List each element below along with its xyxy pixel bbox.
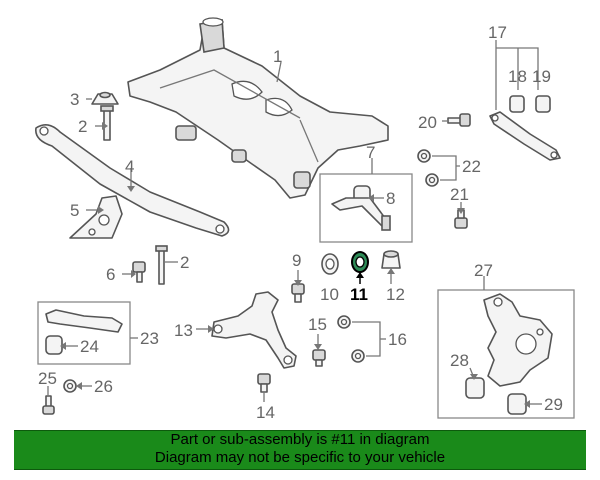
arrow-6	[131, 270, 136, 278]
banner-line-2: Diagram may not be specific to your vehi…	[154, 449, 446, 466]
banner-line-1: Part or sub-assembly is #11 in diagram	[170, 431, 430, 448]
callout-2a[interactable]: 2	[78, 117, 87, 136]
callout-24[interactable]: 24	[80, 337, 99, 356]
arrow-9	[294, 280, 302, 286]
callout-4[interactable]: 4	[125, 157, 134, 176]
part-11-bushing[interactable]	[351, 251, 369, 273]
arrow-8	[368, 194, 374, 202]
callout-12[interactable]: 12	[386, 285, 405, 304]
part-2-bolt-upper[interactable]	[100, 105, 114, 141]
callout-7[interactable]: 7	[366, 143, 375, 162]
part-12-cap[interactable]	[381, 250, 401, 269]
part-15-bolt[interactable]	[312, 349, 326, 367]
arrow-13	[208, 325, 214, 333]
part-20-bolt[interactable]	[447, 113, 471, 127]
part-2-bolt-lower[interactable]	[155, 245, 168, 285]
part-23-lower-arm[interactable]	[45, 309, 123, 333]
callout-19[interactable]: 19	[532, 67, 551, 86]
callout-29[interactable]: 29	[544, 395, 563, 414]
callout-18[interactable]: 18	[508, 67, 527, 86]
arrow-24	[60, 342, 66, 350]
callout-26[interactable]: 26	[94, 377, 113, 396]
part-17-trailing-arm[interactable]	[489, 111, 561, 161]
arrow-21	[457, 208, 465, 214]
callout-28[interactable]: 28	[450, 351, 469, 370]
arrow-4	[127, 186, 135, 192]
callout-3[interactable]: 3	[70, 90, 79, 109]
part-29-bushing[interactable]	[507, 393, 527, 415]
part-25-bolt[interactable]	[42, 395, 55, 415]
part-10-washer[interactable]	[321, 253, 339, 275]
arrow-11	[356, 272, 364, 278]
arrow-5	[98, 206, 104, 214]
callout-17[interactable]: 17	[488, 23, 507, 42]
callout-14[interactable]: 14	[256, 403, 275, 422]
arrow-28	[470, 374, 478, 380]
part-27-knuckle[interactable]	[483, 293, 553, 387]
callout-25[interactable]: 25	[38, 369, 57, 388]
callout-2b[interactable]: 2	[180, 253, 189, 272]
part-18-bushing[interactable]	[509, 95, 525, 113]
box-7	[319, 173, 413, 243]
parts-diagram: 1 2 3 4 5 6 2 7	[35, 17, 575, 422]
callout-20[interactable]: 20	[418, 113, 437, 132]
part-14-bolt[interactable]	[257, 373, 271, 393]
arrow-2a	[102, 122, 108, 130]
part-26-nut[interactable]	[63, 379, 77, 393]
callout-1[interactable]: 1	[273, 47, 282, 66]
arrow-12	[387, 268, 395, 274]
callout-10[interactable]: 10	[320, 285, 339, 304]
callout-6[interactable]: 6	[106, 265, 115, 284]
callout-21[interactable]: 21	[450, 185, 469, 204]
part-1-crossmember[interactable]	[127, 17, 389, 199]
box-27	[437, 289, 575, 419]
callout-8[interactable]: 8	[386, 189, 395, 208]
part-16-nuts[interactable]	[337, 315, 365, 363]
part-28-bushing[interactable]	[465, 377, 485, 399]
callout-9[interactable]: 9	[292, 251, 301, 270]
callout-15[interactable]: 15	[308, 315, 327, 334]
part-19-bushing[interactable]	[535, 95, 551, 113]
box-23	[37, 301, 131, 365]
part-24-bushing[interactable]	[45, 335, 63, 355]
callout-16[interactable]: 16	[388, 330, 407, 349]
leader-1	[276, 61, 282, 83]
part-9-bolt[interactable]	[291, 283, 305, 303]
callout-27[interactable]: 27	[474, 261, 493, 280]
part-6-nut[interactable]	[132, 261, 146, 283]
part-22-nuts[interactable]	[417, 149, 439, 187]
callout-11[interactable]: 11	[350, 285, 368, 304]
arrow-29	[524, 400, 530, 408]
part-13-control-arm[interactable]	[211, 291, 297, 369]
part-5-bracket[interactable]	[69, 195, 123, 239]
leader-17	[495, 40, 539, 110]
arrow-26	[76, 382, 82, 390]
part-8-link-assembly[interactable]	[331, 185, 391, 231]
info-banner: Part or sub-assembly is #11 in diagram D…	[14, 430, 586, 470]
callout-5[interactable]: 5	[70, 201, 79, 220]
arrow-15	[314, 344, 322, 350]
callout-23[interactable]: 23	[140, 329, 159, 348]
callout-22[interactable]: 22	[462, 157, 481, 176]
part-4-lateral-link[interactable]	[35, 124, 230, 237]
part-3-mount[interactable]	[91, 91, 119, 105]
callout-13[interactable]: 13	[174, 321, 193, 340]
leader-22	[432, 155, 460, 181]
